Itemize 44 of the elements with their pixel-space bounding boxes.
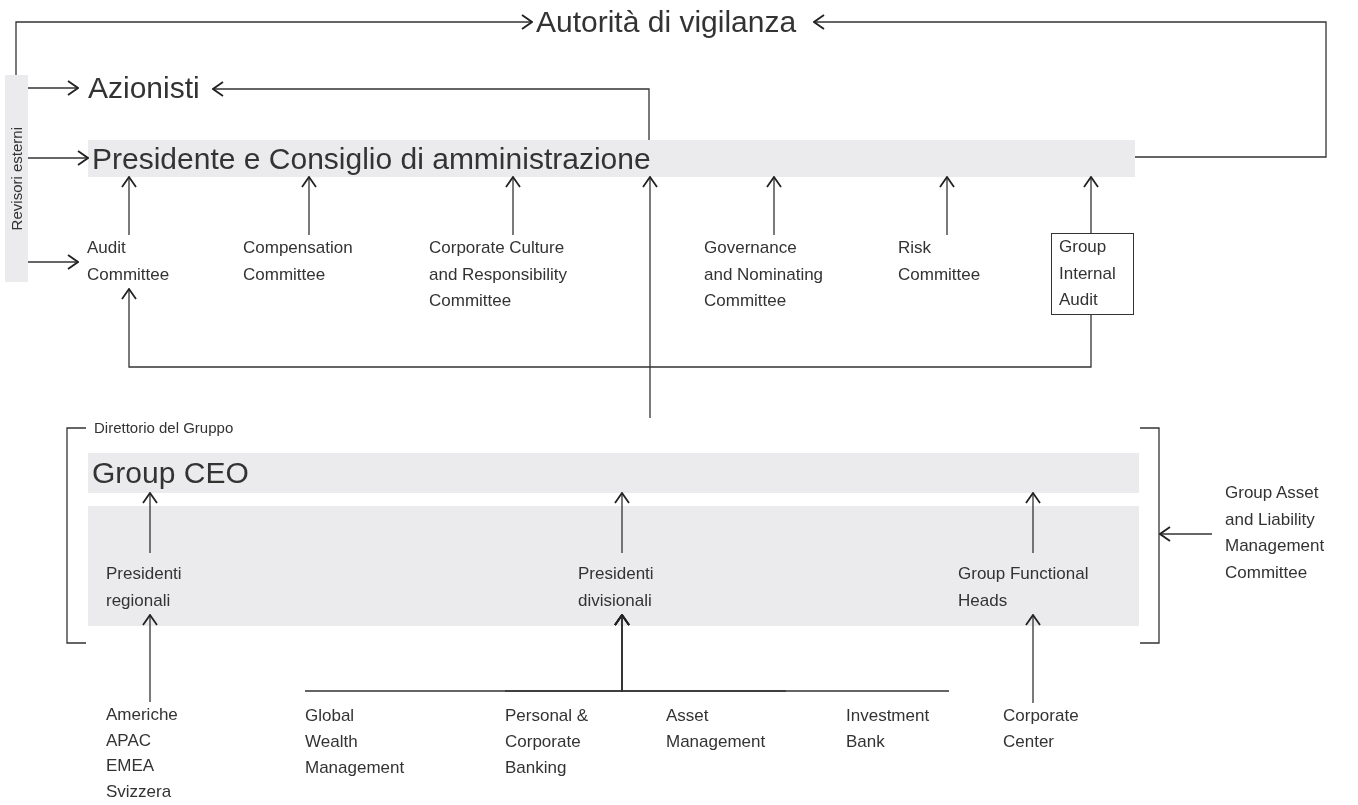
- committee-label: Risk Committee: [898, 237, 982, 286]
- division-label: Investment Bank: [846, 705, 931, 753]
- arrow: [27, 80, 79, 96]
- internal-audit-box: Group Internal Audit: [1051, 233, 1134, 315]
- unit-label: Group Functional Heads: [958, 563, 1090, 612]
- arrow: [642, 176, 658, 419]
- arrow: [813, 14, 1327, 158]
- arrow: [614, 492, 630, 554]
- division-label: Corporate Center: [1003, 705, 1080, 753]
- region-list: Americhe APAC EMEA Svizzera: [106, 702, 184, 804]
- arrow: [1025, 614, 1041, 704]
- arrow: [1025, 492, 1041, 554]
- ceo-band: Group CEO: [88, 453, 1139, 493]
- division-label: Global Wealth Management: [305, 705, 406, 779]
- unit-label: Presidenti regionali: [106, 563, 183, 612]
- auditor-label: Revisori esterni: [6, 126, 26, 231]
- arrow: [301, 176, 317, 236]
- board-band: Presidente e Consiglio di amministrazione: [88, 140, 1135, 177]
- supervisor-label: Autorità di vigilanza: [536, 5, 798, 39]
- arrow: [142, 492, 158, 554]
- arrow: [766, 176, 782, 236]
- arrow: [27, 150, 89, 166]
- committee-label: Corporate Culture and Responsibility Committee: [429, 237, 568, 312]
- arrow: [505, 176, 521, 236]
- shareholders-label: Azionisti: [88, 70, 201, 106]
- committee-label: Group Asset and Liability Management Committee: [1225, 482, 1326, 584]
- arrow: [121, 176, 137, 236]
- auditor-band: [5, 75, 28, 282]
- unit-label: Presidenti divisionali: [578, 563, 655, 612]
- arrow: [1159, 526, 1213, 542]
- management-band: [88, 506, 1139, 626]
- division-label: Personal & Corporate Banking: [505, 705, 590, 779]
- arrow: [212, 81, 650, 141]
- branch-arrow: [614, 614, 950, 692]
- arrow: [27, 254, 79, 270]
- division-label: Asset Management: [666, 705, 767, 753]
- return-arrow: [121, 288, 1092, 368]
- committee-label: Audit Committee: [87, 237, 171, 286]
- arrow: [15, 14, 533, 76]
- arrow: [1083, 176, 1099, 234]
- committee-label: Governance and Nominating Committee: [704, 237, 825, 312]
- arrow: [939, 176, 955, 236]
- arrow: [142, 614, 158, 703]
- committee-label: Compensation Committee: [243, 237, 354, 286]
